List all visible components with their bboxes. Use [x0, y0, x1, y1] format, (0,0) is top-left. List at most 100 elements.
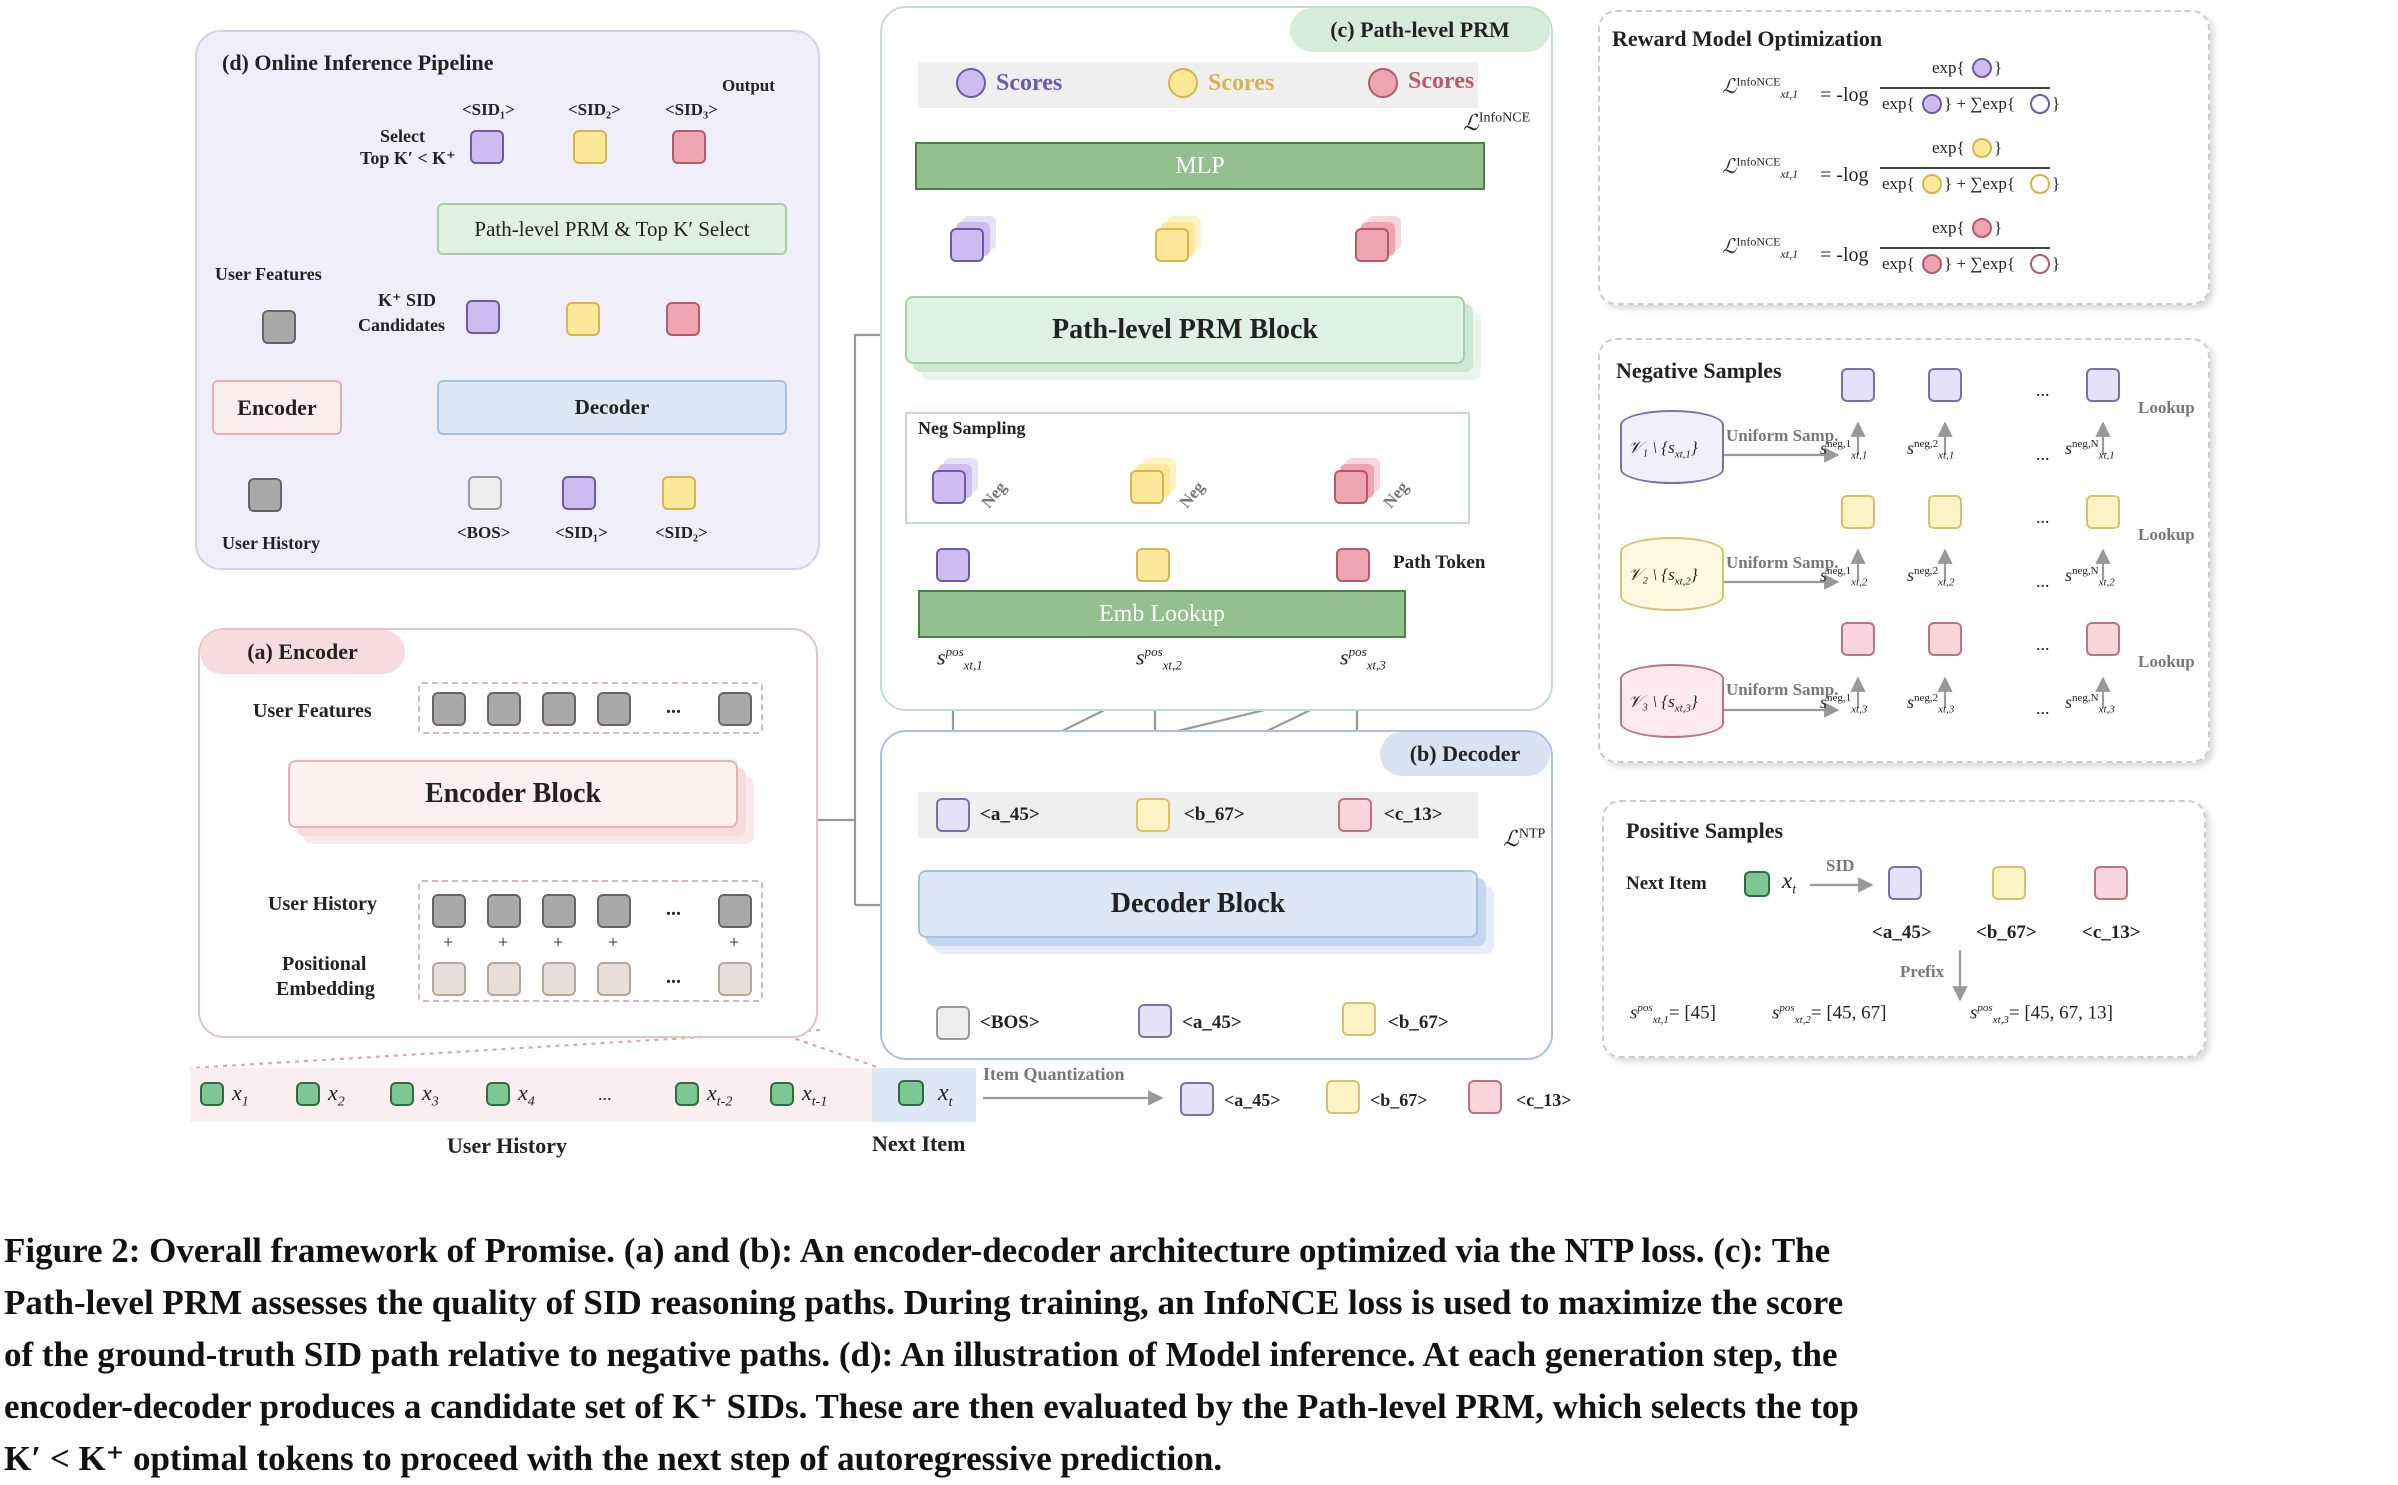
next-item-strip [872, 1068, 976, 1122]
spos-2: sposxt,2 [1136, 644, 1182, 673]
history-item-icon [486, 1082, 510, 1106]
out-c13-label: <c_13> [1384, 804, 1443, 825]
neg-sampled-yellow [1130, 470, 1164, 504]
neg-sample-token [1928, 495, 1962, 529]
reward-optimization-panel [1598, 10, 2210, 305]
reward-denominator-close: } [2052, 94, 2061, 113]
caption-line-1: Figure 2: Overall framework of Promise. … [4, 1231, 1831, 1270]
neg-sample-label: sneg,Nxt,2 [2065, 565, 2115, 589]
encoder-label-d: Encoder [237, 394, 317, 420]
positive-samples-panel [1602, 800, 2206, 1058]
quant-b67-label: <b_67> [1370, 1090, 1428, 1110]
neg-sampled-purple [932, 470, 966, 504]
framework-figure: (d) Online Inference Pipeline Output <SI… [189, 6, 2210, 1158]
pos-token-a45 [1888, 866, 1922, 900]
reward-denominator: exp{ [1882, 254, 1915, 273]
input-sid1-label: <SID₁> [555, 523, 608, 542]
positive-xt: xt [1782, 868, 1797, 898]
neg-sample-token [1841, 622, 1875, 656]
pos-token-c13 [2094, 866, 2128, 900]
k-sid-label: K⁺ SID [378, 290, 437, 310]
neg-sampled-pink [1334, 470, 1368, 504]
prm-topk-select-box: Path-level PRM & Top K′ Select [437, 203, 787, 255]
candidate-sid2-tokens [566, 302, 600, 336]
score-icon-3 [1368, 68, 1398, 98]
out-a45-label: <a_45> [980, 804, 1040, 825]
positive-prefix-label: Prefix [1900, 962, 1945, 981]
mlp-label: MLP [1175, 152, 1225, 179]
reward-den-circle [1922, 254, 1942, 274]
pos-b67-label: <b_67> [1976, 922, 2037, 943]
output-label: Output [722, 76, 775, 95]
out-b67-label: <b_67> [1184, 804, 1245, 825]
reward-den-circle [1922, 174, 1942, 194]
neg-sample-label: sneg,2xt,1 [1907, 438, 1955, 462]
encoder-box-d: Encoder [212, 380, 342, 435]
neg-dots: ... [2036, 507, 2050, 527]
reward-numerator: exp{ [1932, 58, 1965, 77]
panel-a-title: (a) Encoder [247, 639, 358, 664]
history-item-icon [390, 1082, 414, 1106]
neg-sample-token [2086, 368, 2120, 402]
uniform-samp-label: Uniform Samp. [1726, 680, 1839, 699]
bos-token-d [468, 476, 502, 510]
history-item-label: x2 [328, 1080, 345, 1110]
neg-sampling-box [905, 412, 1470, 524]
neg-sample-label: sneg,1xt,2 [1820, 565, 1868, 589]
out-token-c13 [1338, 798, 1372, 832]
mlp-in-purple [950, 228, 984, 262]
spos-1: sposxt,1 [937, 644, 983, 673]
reward-title: Reward Model Optimization [1612, 26, 1883, 51]
negative-samples-panel [1598, 338, 2210, 763]
scores-label-2: Scores [1208, 70, 1275, 96]
bos-label-b: <BOS> [980, 1012, 1040, 1033]
in-a45-label: <a_45> [1182, 1012, 1242, 1033]
sid3-out-label: <SID₃> [665, 100, 718, 119]
neg-dots: ... [2036, 444, 2050, 464]
neg-sample-label: sneg,2xt,2 [1907, 565, 1955, 589]
neg-dots: ... [2036, 380, 2050, 400]
neg-sample-label: sneg,1xt,3 [1820, 692, 1868, 716]
positive-prefix: sposxt,2= [45, 67] [1772, 1002, 1887, 1027]
positional-label: Positional [282, 953, 367, 975]
uf-token-1 [432, 692, 466, 726]
input-sid2-token [662, 476, 696, 510]
positive-item-icon [1744, 871, 1770, 897]
reward-eq: = -log [1820, 84, 1869, 106]
neg-dots: ... [2036, 634, 2050, 654]
pos-token-b67 [1992, 866, 2026, 900]
reward-denominator-mid: } + ∑exp{ [1944, 94, 2016, 113]
uh-token-4 [597, 894, 631, 928]
plus-3: + [553, 932, 564, 952]
neg-dots: ... [2036, 698, 2050, 718]
selected-sid2-token [573, 130, 607, 164]
decoder-box-d: Decoder [437, 380, 787, 435]
history-item-label: x4 [518, 1080, 535, 1110]
sid2-out-label: <SID₂> [568, 100, 621, 119]
panel-d-online-inference [195, 30, 820, 570]
positive-title: Positive Samples [1626, 818, 1784, 843]
user-features-token-d [262, 310, 296, 344]
mlp-in-yellow [1155, 228, 1189, 262]
pe-token-n [718, 962, 752, 996]
panel-c-title: (c) Path-level PRM [1330, 17, 1510, 42]
plus-n: + [729, 932, 740, 952]
decoder-output-row [918, 792, 1478, 838]
uf-token-2 [487, 692, 521, 726]
caption-line-2: Path-level PRM assesses the quality of S… [4, 1283, 1844, 1322]
user-history-caption: User History [447, 1133, 567, 1158]
ntp-loss-l: ℒ [1503, 826, 1519, 851]
positive-prefix: sposxt,3= [45, 67, 13] [1970, 1002, 2114, 1027]
selected-sid1-token [470, 130, 504, 164]
encoder-block: Encoder Block [288, 760, 738, 828]
neg-sample-token [1841, 495, 1875, 529]
uh-dots: ... [666, 898, 681, 920]
history-item-label: xt-2 [707, 1080, 733, 1110]
neg-dots: ... [2036, 571, 2050, 591]
reward-numerator-close: } [1994, 218, 2003, 237]
reward-denominator-close: } [2052, 174, 2061, 193]
reward-num-circle [1972, 58, 1992, 78]
next-item-caption: Next Item [872, 1131, 966, 1156]
neg-sample-token [2086, 622, 2120, 656]
figure-caption: Figure 2: Overall framework of Promise. … [4, 1225, 2394, 1485]
